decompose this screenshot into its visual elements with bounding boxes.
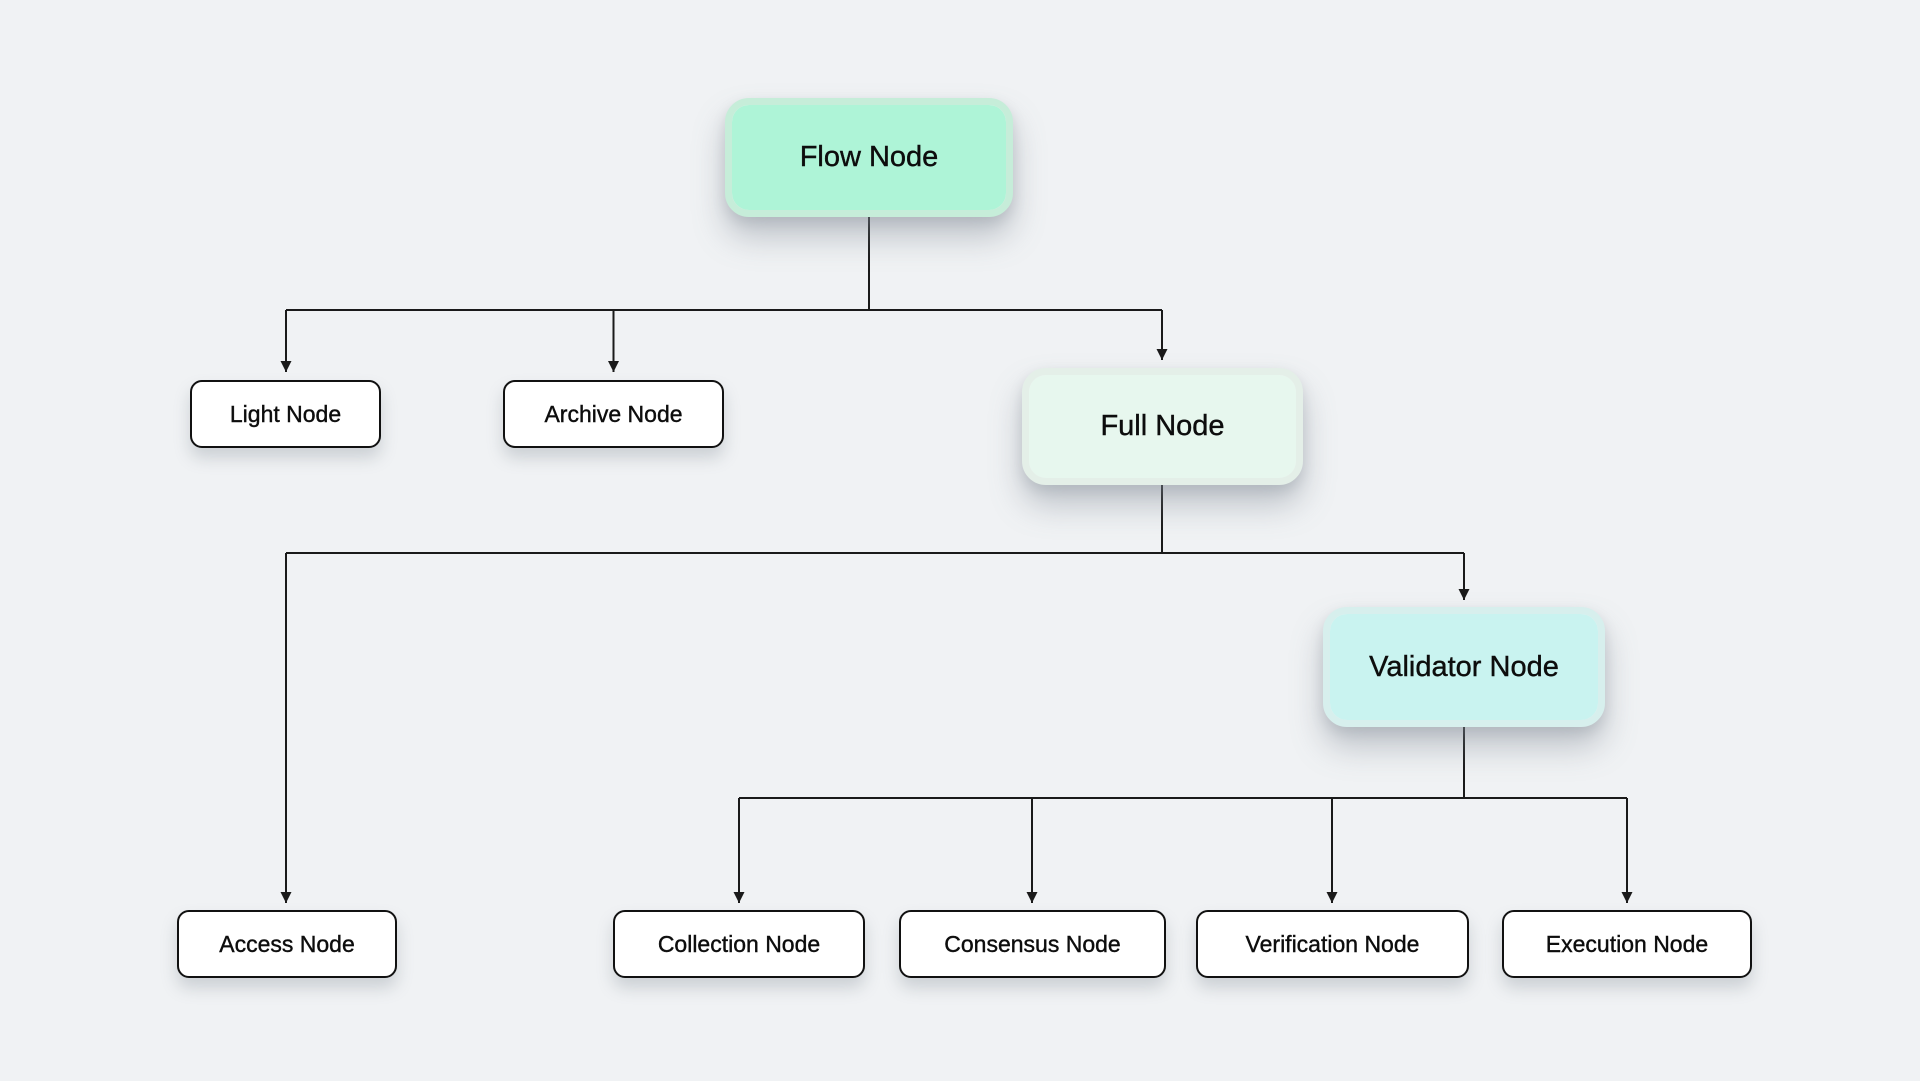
node-execution-label: Execution Node <box>1545 930 1709 957</box>
node-full: Full Node <box>1022 368 1303 485</box>
edge-group <box>280 217 1633 903</box>
node-consensus-label: Consensus Node <box>944 930 1121 957</box>
node-verification-label: Verification Node <box>1245 930 1420 957</box>
node-validator: Validator Node <box>1323 607 1605 727</box>
node-archive: Archive Node <box>503 380 724 448</box>
node-light: Light Node <box>190 380 381 448</box>
node-verification: Verification Node <box>1196 910 1469 978</box>
node-full-label: Full Node <box>1100 410 1225 442</box>
node-light-label: Light Node <box>229 400 342 427</box>
node-validator-label: Validator Node <box>1369 650 1559 683</box>
node-consensus: Consensus Node <box>899 910 1166 978</box>
node-access: Access Node <box>177 910 397 978</box>
node-execution: Execution Node <box>1502 910 1752 978</box>
node-access-label: Access Node <box>219 930 355 957</box>
node-collection: Collection Node <box>613 910 865 978</box>
node-flow: Flow Node <box>725 98 1013 217</box>
node-flow-label: Flow Node <box>799 141 939 173</box>
node-archive-label: Archive Node <box>544 400 683 427</box>
node-collection-label: Collection Node <box>657 930 821 957</box>
